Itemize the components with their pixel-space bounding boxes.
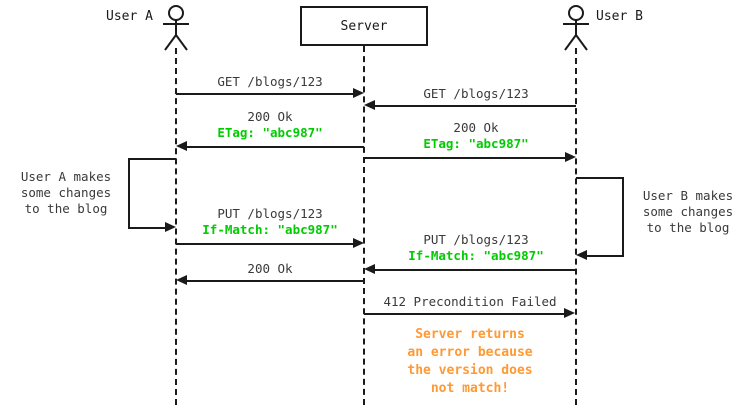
note-line-3: the version does [407, 363, 533, 378]
message-line1: 200 Ok [247, 261, 293, 276]
arrowhead-left-get-server-to-b [364, 100, 375, 110]
note-line-4: not match! [430, 381, 510, 396]
server-box: Server [300, 6, 428, 46]
message-line-ok-server-to-b [364, 157, 565, 159]
message-label-get-a-to-server: GET /blogs/123 [176, 74, 364, 90]
note-line-2: some changes [642, 204, 734, 219]
note-line-2: an error because [407, 345, 533, 360]
note-user-b-changes: User B makes some changes to the blog [630, 188, 746, 236]
message-label-ok-server-to-a-2: 200 Ok [176, 261, 364, 277]
self-loop-user-b-right [622, 177, 624, 255]
note-line-1: User A makes [20, 169, 112, 184]
actor-label-user-a: User A [106, 9, 153, 24]
self-loop-user-a-left [128, 158, 130, 227]
note-line-1: Server returns [415, 327, 525, 342]
message-line-get-server-to-b [375, 105, 576, 107]
lifeline-user-b [575, 48, 577, 405]
message-line1: GET /blogs/123 [423, 86, 529, 101]
self-loop-user-b-top [576, 177, 624, 179]
message-line1: 412 Precondition Failed [383, 294, 557, 309]
arrowhead-left-ok-server-to-a [176, 141, 187, 151]
message-label-put-a-to-server: PUT /blogs/123 If-Match: "abc987" [176, 206, 364, 238]
message-line-get-a-to-server [176, 93, 354, 95]
message-line-error-server-to-b [364, 313, 565, 315]
arrowhead-right-self-loop-user-a [165, 222, 176, 232]
note-line-2: some changes [20, 185, 112, 200]
note-user-a-changes: User A makes some changes to the blog [8, 169, 124, 217]
message-line1: 200 Ok [247, 109, 293, 124]
arrowhead-right-get-a-to-server [353, 88, 364, 98]
message-line2: ETag: "abc987" [217, 125, 323, 140]
note-line-1: User B makes [642, 188, 734, 203]
message-line1: 200 Ok [453, 120, 499, 135]
message-line2: ETag: "abc987" [423, 136, 529, 151]
self-loop-user-a-top [128, 158, 176, 160]
user-b-stick-figure [563, 5, 589, 51]
message-label-ok-server-to-b: 200 Ok ETag: "abc987" [376, 120, 576, 152]
arrowhead-left-self-loop-user-b [576, 250, 587, 260]
message-line-ok-server-to-a [186, 146, 364, 148]
message-line2: If-Match: "abc987" [202, 222, 338, 237]
message-line1: PUT /blogs/123 [217, 206, 323, 221]
arrowhead-left-ok-server-to-a-2 [176, 275, 187, 285]
message-label-put-b-to-server: PUT /blogs/123 If-Match: "abc987" [376, 232, 576, 264]
user-a-stick-figure [163, 5, 189, 51]
arrowhead-right-error-server-to-b [564, 308, 575, 318]
message-line1: PUT /blogs/123 [423, 232, 529, 247]
message-label-error-server-to-b: 412 Precondition Failed [364, 294, 576, 310]
message-line1: GET /blogs/123 [217, 74, 323, 89]
note-line-3: to the blog [24, 201, 108, 216]
arrowhead-right-put-a-to-server [353, 238, 364, 248]
arrowhead-left-put-b-to-server [364, 264, 375, 274]
message-label-ok-server-to-a: 200 Ok ETag: "abc987" [176, 109, 364, 141]
lifeline-user-a [175, 48, 177, 405]
arrowhead-right-ok-server-to-b [565, 152, 576, 162]
self-loop-user-b-bottom [587, 255, 624, 257]
actor-label-server: Server [340, 18, 388, 34]
self-loop-user-a-bottom [128, 227, 166, 229]
lifeline-server [363, 46, 365, 405]
message-line-put-a-to-server [176, 243, 354, 245]
message-label-get-server-to-b: GET /blogs/123 [376, 86, 576, 102]
actor-label-user-b: User B [596, 9, 643, 24]
message-line2: If-Match: "abc987" [408, 248, 544, 263]
message-line-ok-server-to-a-2 [186, 280, 364, 282]
note-server-error: Server returns an error because the vers… [364, 326, 576, 398]
note-line-3: to the blog [646, 220, 730, 235]
message-line-put-b-to-server [375, 269, 576, 271]
